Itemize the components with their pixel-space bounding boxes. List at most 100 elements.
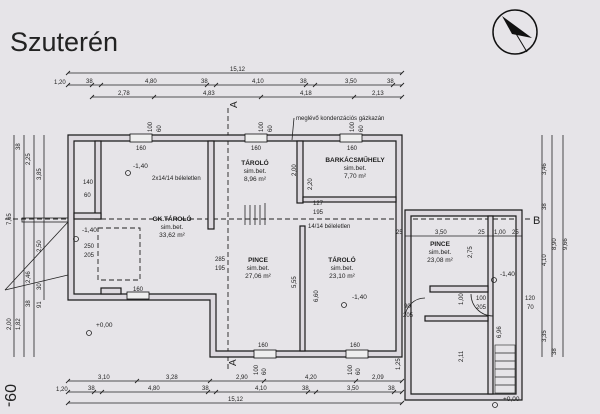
level-label: +0,00 bbox=[503, 396, 520, 403]
top-dim: 4,10 bbox=[252, 79, 264, 85]
bottom-dim: 38 bbox=[302, 386, 309, 392]
handwritten-note: 09- bbox=[1, 384, 18, 407]
room-name: PINCE bbox=[248, 257, 269, 264]
annex-dim: 1,00 bbox=[459, 293, 465, 305]
left-dim: 38 bbox=[16, 143, 22, 150]
opening-height: 60 bbox=[356, 368, 362, 375]
room-tarolo-small: TÁROLÓ sim.bet. 8,96 m² bbox=[241, 158, 268, 183]
opening-note: 14/14 béleletlen bbox=[308, 224, 350, 230]
room-area: 7,70 m² bbox=[344, 173, 367, 180]
top-dim: 38 bbox=[300, 79, 307, 85]
top-dimensions: 15,12 1,20 38 4,80 38 4,10 38 3,50 38 2,… bbox=[54, 67, 405, 100]
opening-height: 60 bbox=[268, 125, 274, 132]
annex-dim: 5,55 bbox=[292, 276, 298, 288]
bottom-dim: 3,28 bbox=[166, 375, 178, 381]
room-area: 8,96 m² bbox=[244, 176, 267, 183]
right-dim: 9,66 bbox=[563, 238, 569, 250]
room-floor: sim.bet. bbox=[344, 165, 367, 172]
room-name: PINCE bbox=[430, 241, 451, 248]
left-dim: 7,65 bbox=[7, 213, 13, 225]
boiler-note: meglévő kondenzációs gázkazán bbox=[296, 116, 384, 122]
annex-dim: 2,00 bbox=[292, 164, 298, 176]
room-area: 23,10 m² bbox=[329, 273, 355, 280]
right-dim: 38 bbox=[542, 203, 548, 210]
left-dim: 2,46 bbox=[26, 271, 32, 283]
top-dim: 38 bbox=[387, 79, 394, 85]
annex-dim: 1,00 bbox=[494, 230, 506, 236]
opening-height: 100 bbox=[148, 121, 154, 132]
top-dim: 4,18 bbox=[300, 91, 312, 97]
door-height: 205 bbox=[476, 305, 487, 311]
opening-height: 60 bbox=[359, 125, 365, 132]
window-height: 70 bbox=[527, 305, 534, 311]
top-dim-total: 15,12 bbox=[230, 67, 246, 73]
section-marker-a-top: A bbox=[229, 101, 240, 108]
left-dimensions: 38 2,25 3,85 7,65 2,50 2,46 30 91 38 1,8… bbox=[7, 135, 45, 357]
room-floor: sim.bet. bbox=[244, 168, 267, 175]
door-height: 195 bbox=[313, 210, 324, 216]
top-dim: 3,50 bbox=[345, 79, 357, 85]
opening-note: 2x14/14 béleletlen bbox=[152, 176, 201, 182]
top-dim: 4,80 bbox=[145, 79, 157, 85]
opening-height: 100 bbox=[350, 121, 356, 132]
bottom-dim: 3,50 bbox=[347, 386, 359, 392]
door-width: 250 bbox=[84, 244, 95, 250]
bottom-dim: 38 bbox=[88, 386, 95, 392]
room-name: TÁROLÓ bbox=[241, 158, 268, 167]
bottom-dim: 4,10 bbox=[255, 386, 267, 392]
opening-height: 60 bbox=[262, 368, 268, 375]
level-label: -1,40 bbox=[82, 227, 97, 234]
room-barkacsmuhely: BARKÁCSMŰHELY sim.bet. 7,70 m² bbox=[325, 155, 385, 180]
bottom-dim-total: 15,12 bbox=[228, 397, 244, 403]
room-pince-main: PINCE sim.bet. 27,06 m² bbox=[245, 257, 271, 280]
room-area: 23,08 m² bbox=[427, 257, 453, 264]
level-marker-icon bbox=[73, 236, 79, 242]
level-label: -1,40 bbox=[352, 294, 367, 301]
annex-dim: 2,20 bbox=[308, 178, 314, 190]
bottom-dim: 38 bbox=[388, 386, 395, 392]
bottom-dim: 2,09 bbox=[372, 375, 384, 381]
opening-width: 160 bbox=[258, 343, 269, 349]
opening-width: 160 bbox=[350, 343, 361, 349]
opening-width: 160 bbox=[133, 287, 144, 293]
section-marker-a-bottom: A bbox=[228, 359, 239, 366]
room-floor: sim.bet. bbox=[429, 249, 452, 256]
bottom-dim: 4,80 bbox=[148, 386, 160, 392]
level-label: +0,00 bbox=[96, 322, 113, 329]
level-label: -1,40 bbox=[500, 271, 515, 278]
left-dim: 2,25 bbox=[26, 153, 32, 165]
bottom-dim: 3,10 bbox=[98, 375, 110, 381]
annex-dim: 1,25 bbox=[396, 358, 402, 370]
door-width: 100 bbox=[476, 296, 487, 302]
left-dim: 2,00 bbox=[7, 318, 13, 330]
opening-height: 100 bbox=[259, 121, 265, 132]
level-markers: -1,40 -1,40 -1,40 -1,40 +0,00 +0,00 bbox=[73, 163, 520, 408]
bottom-dim: 1,20 bbox=[56, 387, 68, 393]
section-marker-b: B bbox=[533, 215, 540, 227]
bottom-dim: 2,90 bbox=[236, 375, 248, 381]
room-area: 27,06 m² bbox=[245, 273, 271, 280]
right-dim: 38 bbox=[552, 348, 558, 355]
right-dimensions: 3,46 38 4,10 8,90 9,66 3,35 38 bbox=[541, 135, 569, 357]
door-height: 205 bbox=[403, 313, 414, 319]
annex-dim: 3,50 bbox=[435, 230, 447, 236]
level-marker-icon bbox=[492, 402, 498, 408]
right-dim: 3,46 bbox=[542, 163, 548, 175]
top-dim: 1,20 bbox=[54, 80, 66, 86]
left-dim: 3,85 bbox=[37, 168, 43, 180]
right-dim: 8,90 bbox=[552, 238, 558, 250]
door-height: 205 bbox=[84, 253, 95, 259]
door-width: 140 bbox=[83, 180, 94, 186]
level-marker-icon bbox=[125, 170, 131, 176]
room-floor: sim.bet. bbox=[331, 265, 354, 272]
annex-dimensions: 3,50 25 1,00 25 25 2,75 5,55 6,60 2,00 2… bbox=[292, 164, 522, 370]
annex-dim: 25 bbox=[396, 230, 403, 236]
room-floor: sim.bet. bbox=[247, 265, 270, 272]
right-dim: 4,10 bbox=[542, 254, 548, 266]
level-marker-icon bbox=[86, 330, 92, 336]
opening-height: 60 bbox=[157, 125, 163, 132]
top-dim: 38 bbox=[201, 79, 208, 85]
left-dim: 30 bbox=[37, 283, 43, 290]
bottom-dim: 4,20 bbox=[305, 375, 317, 381]
opening-height: 100 bbox=[254, 364, 260, 375]
